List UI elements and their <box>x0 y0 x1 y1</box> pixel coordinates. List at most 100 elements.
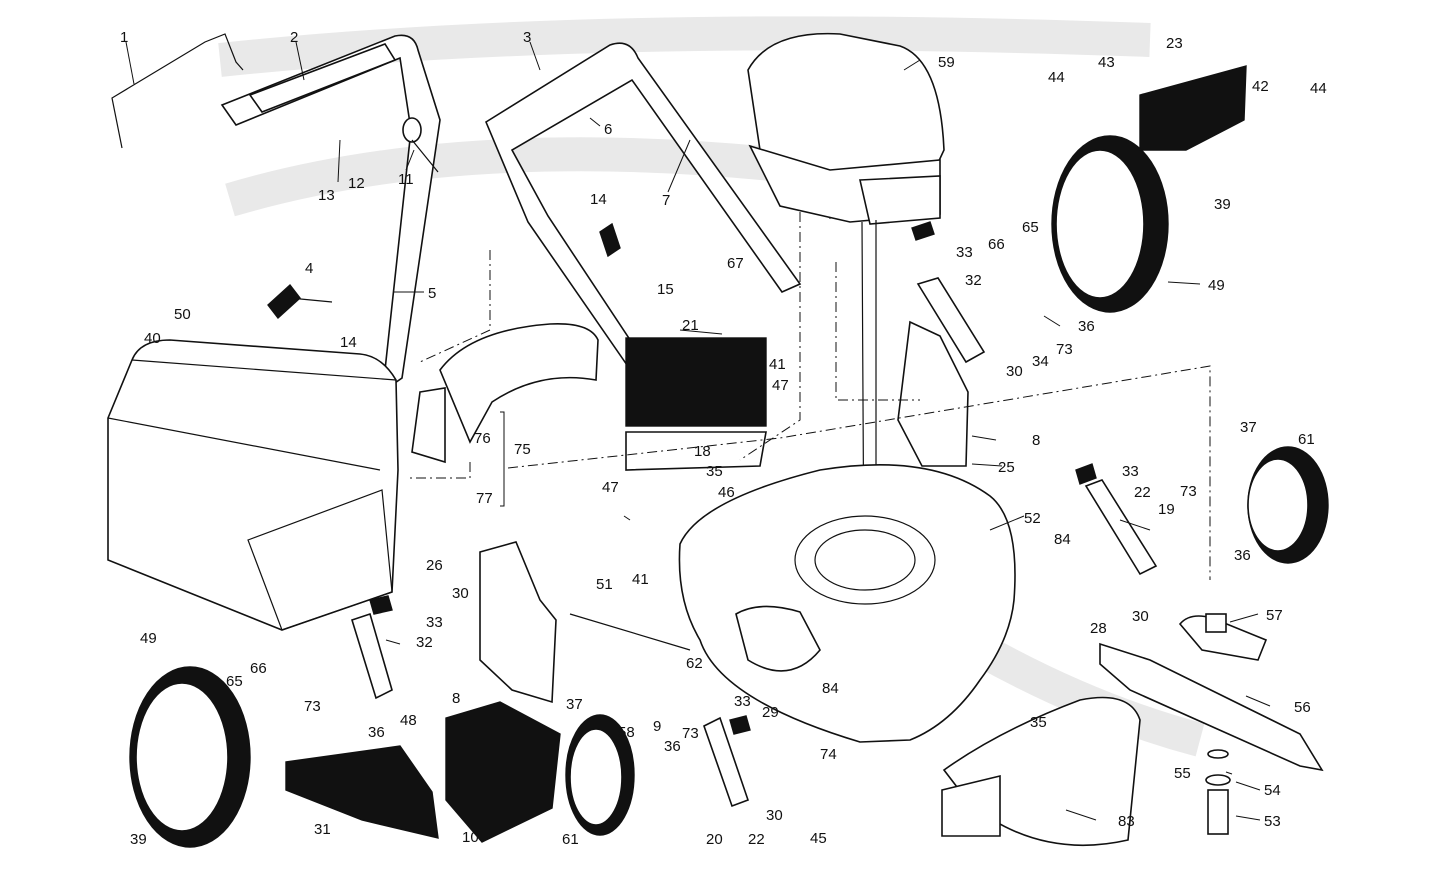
discharge-rod <box>569 613 691 651</box>
height-lever-front <box>1075 463 1158 576</box>
label-19: 19 <box>1158 501 1175 518</box>
label-41b: 41 <box>632 571 649 588</box>
label-57: 57 <box>1266 607 1283 624</box>
label-73d: 73 <box>682 725 699 742</box>
label-33b: 33 <box>1122 463 1139 480</box>
label-14b: 14 <box>340 334 357 351</box>
wheel-cover-left <box>445 701 561 843</box>
skirt-left <box>285 745 439 839</box>
label-47b: 47 <box>602 479 619 496</box>
label-23: 23 <box>1166 35 1183 52</box>
label-65a: 65 <box>1022 219 1039 236</box>
label-33a: 33 <box>956 244 973 261</box>
label-67: 67 <box>727 255 744 272</box>
mulch-plug <box>941 696 1141 847</box>
front-wheel-right <box>1247 446 1329 564</box>
label-6: 6 <box>604 121 612 138</box>
label-35b: 35 <box>1030 714 1047 731</box>
label-66b: 66 <box>250 660 267 677</box>
label-53: 53 <box>1264 813 1281 830</box>
label-44a: 44 <box>1048 69 1065 86</box>
label-65b: 65 <box>226 673 243 690</box>
label-36d: 36 <box>664 738 681 755</box>
label-21: 21 <box>682 317 699 334</box>
bracket-75 <box>500 411 505 507</box>
label-32a: 32 <box>965 272 982 289</box>
label-51: 51 <box>596 576 613 593</box>
label-37a: 37 <box>1240 419 1257 436</box>
label-56: 56 <box>1294 699 1311 716</box>
chute-door <box>439 323 599 444</box>
label-52: 52 <box>1024 510 1041 527</box>
label-50: 50 <box>174 306 191 323</box>
label-22b: 22 <box>748 831 765 848</box>
label-44b: 44 <box>1310 80 1327 97</box>
label-4: 4 <box>305 260 313 277</box>
label-14a: 14 <box>590 191 607 208</box>
label-26: 26 <box>426 557 443 574</box>
rear-cover-right <box>1139 65 1247 151</box>
label-43: 43 <box>1098 54 1115 71</box>
blade <box>1099 642 1324 772</box>
label-47a: 47 <box>772 377 789 394</box>
rear-flap <box>625 337 767 471</box>
label-8a: 8 <box>1032 432 1040 449</box>
label-3: 3 <box>523 29 531 46</box>
label-74: 74 <box>820 746 837 763</box>
label-46: 46 <box>718 484 735 501</box>
label-36c: 36 <box>368 724 385 741</box>
label-34: 34 <box>1032 353 1049 370</box>
rear-wheel-left <box>129 666 251 848</box>
label-40: 40 <box>144 330 161 347</box>
cable-guide <box>402 117 439 173</box>
label-73b: 73 <box>1180 483 1197 500</box>
height-lever-front-left <box>703 715 751 808</box>
label-48: 48 <box>400 712 417 729</box>
label-76: 76 <box>474 430 491 447</box>
handle-knob-mid <box>599 222 621 258</box>
label-5: 5 <box>428 285 436 302</box>
label-28: 28 <box>1090 620 1107 637</box>
label-30b: 30 <box>1132 608 1149 625</box>
label-30d: 30 <box>766 807 783 824</box>
label-29: 29 <box>762 704 779 721</box>
label-20: 20 <box>706 831 723 848</box>
label-30c: 30 <box>452 585 469 602</box>
label-35a: 35 <box>706 463 723 480</box>
label-41a: 41 <box>769 356 786 373</box>
label-42: 42 <box>1252 78 1269 95</box>
label-61b: 61 <box>562 831 579 848</box>
blade-bolt <box>1205 749 1231 835</box>
label-1: 1 <box>120 29 128 46</box>
label-77: 77 <box>476 490 493 507</box>
label-84b: 84 <box>822 680 839 697</box>
label-75: 75 <box>514 441 531 458</box>
hinge-rod-bracket <box>411 387 446 464</box>
label-25: 25 <box>998 459 1015 476</box>
label-83: 83 <box>1118 813 1135 830</box>
label-15: 15 <box>657 281 674 298</box>
label-59: 59 <box>938 54 955 71</box>
lower-handle-rod <box>111 33 244 149</box>
label-39b: 39 <box>130 831 147 848</box>
label-22a: 22 <box>1134 484 1151 501</box>
handle-knob-left <box>267 283 333 320</box>
label-18: 18 <box>694 443 711 460</box>
label-55: 55 <box>1174 765 1191 782</box>
label-73a: 73 <box>1056 341 1073 358</box>
label-8b: 8 <box>452 690 460 707</box>
label-73c: 73 <box>304 698 321 715</box>
upper-handle <box>220 34 441 387</box>
assembly-lines <box>410 212 1211 580</box>
rear-wheel-right <box>1051 135 1169 313</box>
label-37b: 37 <box>566 696 583 713</box>
label-11: 11 <box>398 171 414 188</box>
label-31: 31 <box>314 821 331 838</box>
label-54: 54 <box>1264 782 1281 799</box>
label-32b: 32 <box>416 634 433 651</box>
part-labels: 1 2 3 4 5 6 7 8 8 9 10 11 12 13 14 14 15… <box>120 29 1327 848</box>
label-66a: 66 <box>988 236 1005 253</box>
label-36b: 36 <box>1234 547 1251 564</box>
label-62: 62 <box>686 655 703 672</box>
